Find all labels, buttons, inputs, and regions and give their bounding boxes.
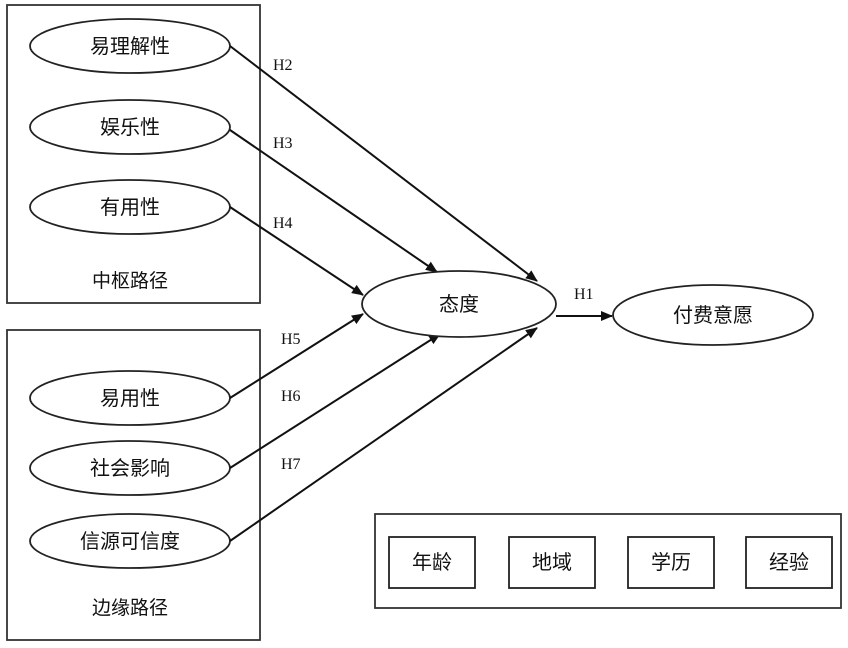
- node-social-influence-label: 社会影响: [90, 456, 170, 480]
- control-age-label: 年龄: [412, 550, 452, 574]
- arrow-h3: [229, 129, 438, 273]
- control-variables-box: [374, 513, 842, 609]
- peripheral-route-label: 边缘路径: [92, 597, 168, 619]
- control-age-box: [388, 536, 476, 589]
- node-willingness-to-pay: [612, 284, 814, 346]
- control-experience-box: [745, 536, 833, 589]
- arrow-h7: [229, 327, 538, 542]
- arrow-h4: [229, 206, 364, 296]
- control-region-box: [508, 536, 596, 589]
- node-ease-of-use-label: 易用性: [100, 386, 160, 410]
- node-attitude: [361, 270, 557, 338]
- control-education-box: [627, 536, 715, 589]
- label-h4: H4: [273, 215, 293, 232]
- label-h1: H1: [574, 286, 594, 303]
- node-source-credibility-label: 信源可信度: [80, 529, 180, 553]
- central-route-box: [6, 4, 261, 304]
- node-willingness-to-pay-label: 付费意愿: [673, 303, 753, 327]
- arrow-h5: [229, 313, 364, 399]
- node-comprehensibility-label: 易理解性: [90, 34, 170, 58]
- node-attitude-label: 态度: [439, 292, 479, 316]
- node-usefulness-label: 有用性: [100, 195, 160, 219]
- control-experience-label: 经验: [769, 550, 809, 574]
- arrow-h2: [229, 45, 538, 282]
- central-route-label: 中枢路径: [92, 270, 168, 292]
- label-h7: H7: [281, 456, 301, 473]
- label-h6: H6: [281, 388, 301, 405]
- peripheral-route-box: [6, 329, 261, 641]
- control-education-label: 学历: [651, 550, 691, 574]
- label-h5: H5: [281, 331, 301, 348]
- control-region-label: 地域: [532, 550, 572, 574]
- node-entertainment-label: 娱乐性: [100, 115, 160, 139]
- label-h2: H2: [273, 57, 293, 74]
- label-h3: H3: [273, 135, 293, 152]
- arrow-h6: [229, 333, 441, 469]
- node-entertainment: [29, 99, 231, 155]
